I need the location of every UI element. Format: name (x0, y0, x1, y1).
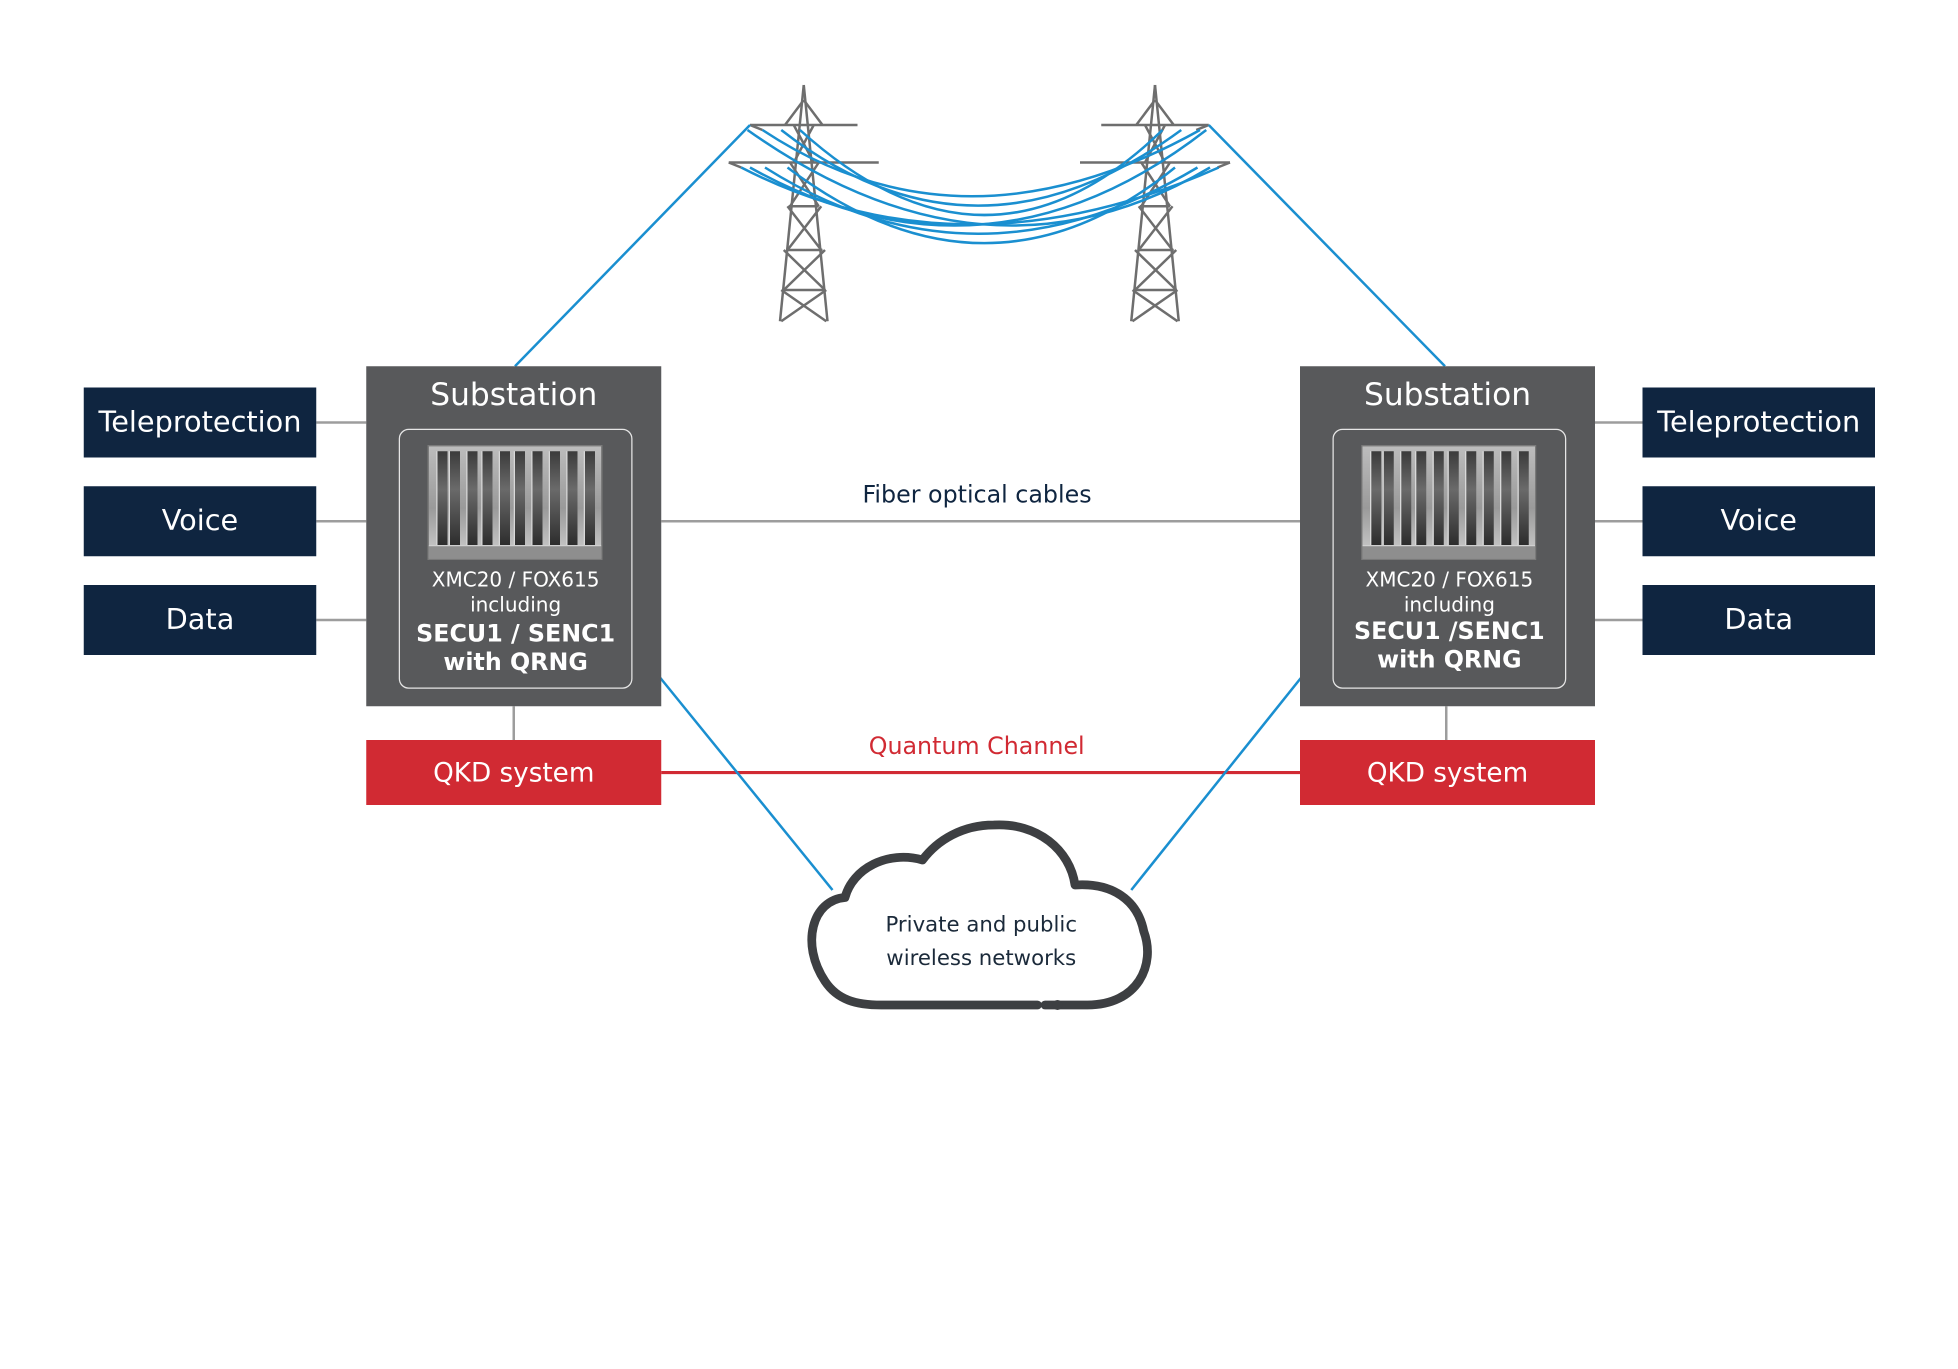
cloud-label-line2: wireless networks (886, 946, 1077, 972)
device-modules: SECU1 /SENC1 with QRNG (1334, 618, 1565, 676)
service-label: Teleprotection (98, 406, 302, 439)
substation-right: Substation XMC20 / FOX615 including SECU… (1300, 366, 1595, 707)
transmission-tower-right (1080, 84, 1231, 323)
overhead-conductors (740, 128, 1220, 245)
fiber-label: Fiber optical cables (862, 481, 1092, 509)
device-rack-image (427, 445, 603, 560)
device-rack-image (1361, 445, 1537, 560)
service-label: Voice (1720, 505, 1798, 538)
qkd-label: QKD system (1366, 757, 1529, 788)
device-description: XMC20 / FOX615 including (1334, 568, 1565, 618)
service-teleprotection-right: Teleprotection (1642, 387, 1875, 458)
service-data-left: Data (83, 585, 317, 655)
service-label: Data (165, 603, 235, 637)
qkd-system-left: QKD system (366, 740, 662, 805)
cloud-dot (1052, 1000, 1063, 1010)
device-panel: XMC20 / FOX615 including SECU1 /SENC1 wi… (1332, 428, 1567, 689)
substation-left: Substation XMC20 / FOX615 including SECU… (366, 366, 662, 707)
service-connectors (316, 421, 1643, 740)
service-label: Data (1724, 603, 1794, 637)
service-voice-left: Voice (83, 486, 317, 557)
device-including: including (1403, 592, 1495, 617)
device-panel: XMC20 / FOX615 including SECU1 / SENC1 w… (398, 428, 633, 689)
substation-title: Substation (1363, 376, 1532, 413)
cloud-label-line1: Private and public (885, 912, 1078, 938)
quantum-channel-label: Quantum Channel (868, 732, 1085, 761)
qkd-system-right: QKD system (1300, 740, 1595, 805)
connection-lines (316, 84, 1643, 1010)
device-modules: SECU1 / SENC1 with QRNG (400, 620, 631, 678)
service-label: Voice (161, 505, 239, 538)
tower-uplinks (514, 124, 1446, 368)
device-qrng: with QRNG (443, 648, 588, 677)
cloud-shape (807, 820, 1152, 1010)
device-model: XMC20 / FOX615 (1365, 567, 1534, 592)
service-label: Teleprotection (1657, 406, 1861, 439)
substation-title: Substation (430, 376, 598, 413)
device-including: including (470, 592, 562, 617)
device-description: XMC20 / FOX615 including (400, 568, 631, 618)
transmission-tower-left (728, 84, 879, 323)
device-module-names: SECU1 /SENC1 (1354, 617, 1545, 646)
service-data-right: Data (1642, 585, 1875, 655)
wireless-links (659, 676, 1303, 891)
device-model: XMC20 / FOX615 (431, 567, 600, 592)
service-teleprotection-left: Teleprotection (83, 387, 317, 458)
service-voice-right: Voice (1642, 486, 1875, 557)
qkd-label: QKD system (433, 757, 595, 788)
device-qrng: with QRNG (1377, 646, 1522, 674)
device-module-names: SECU1 / SENC1 (416, 620, 616, 648)
